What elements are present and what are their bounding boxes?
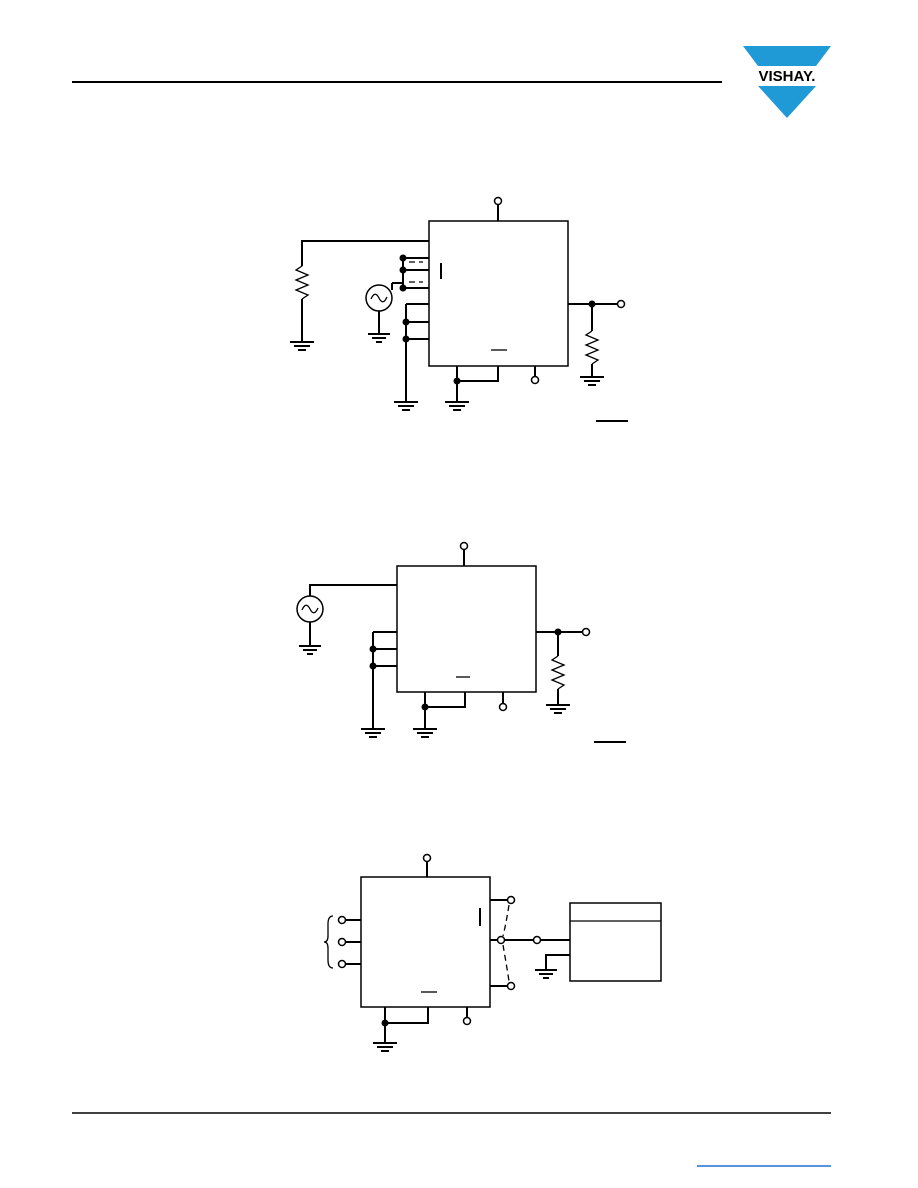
ic-block-3 [360, 876, 491, 1008]
logo-triangle-top [743, 46, 831, 66]
supply-terminal-1 [493, 196, 503, 206]
input-terminal-a [337, 915, 347, 925]
input-resistor-1 [294, 265, 310, 300]
ground-symbol [361, 728, 385, 738]
ground-symbol [580, 376, 604, 386]
bottom-terminal-3 [462, 1016, 472, 1026]
load-resistor-2 [550, 655, 566, 690]
supply-terminal-2 [459, 541, 469, 551]
vishay-logo: VISHAY. [743, 46, 831, 118]
instrument-box [569, 902, 662, 982]
logo-wordmark: VISHAY. [759, 68, 816, 85]
ic-block-1 [428, 220, 569, 367]
switch-terminal-common [496, 935, 506, 945]
ic-block-2 [396, 565, 537, 693]
meter-terminal [532, 935, 542, 945]
switch-terminal-top [506, 895, 516, 905]
bottom-terminal-2 [498, 702, 508, 712]
input-brace [323, 915, 334, 969]
ground-symbol [413, 728, 437, 738]
input-terminal-c [337, 959, 347, 969]
schematic-1 [290, 196, 628, 422]
ground-symbol [290, 341, 314, 351]
supply-terminal-3 [422, 853, 432, 863]
input-terminal-b [337, 937, 347, 947]
schematic-3 [323, 853, 662, 1052]
ground-symbol [546, 704, 570, 714]
schematic-2 [296, 541, 626, 743]
ground-symbol [373, 1042, 397, 1052]
ground-symbol [535, 969, 557, 979]
output-terminal-2 [581, 627, 591, 637]
output-terminal-1 [616, 299, 626, 309]
ground-symbol [445, 401, 469, 411]
load-resistor-1 [584, 330, 600, 365]
ground-symbol [394, 401, 418, 411]
ground-symbol [368, 333, 390, 343]
ground-symbol [299, 645, 321, 655]
switch-terminal-bottom [506, 981, 516, 991]
bottom-terminal-1 [530, 375, 540, 385]
logo-triangle-bottom [758, 86, 816, 118]
